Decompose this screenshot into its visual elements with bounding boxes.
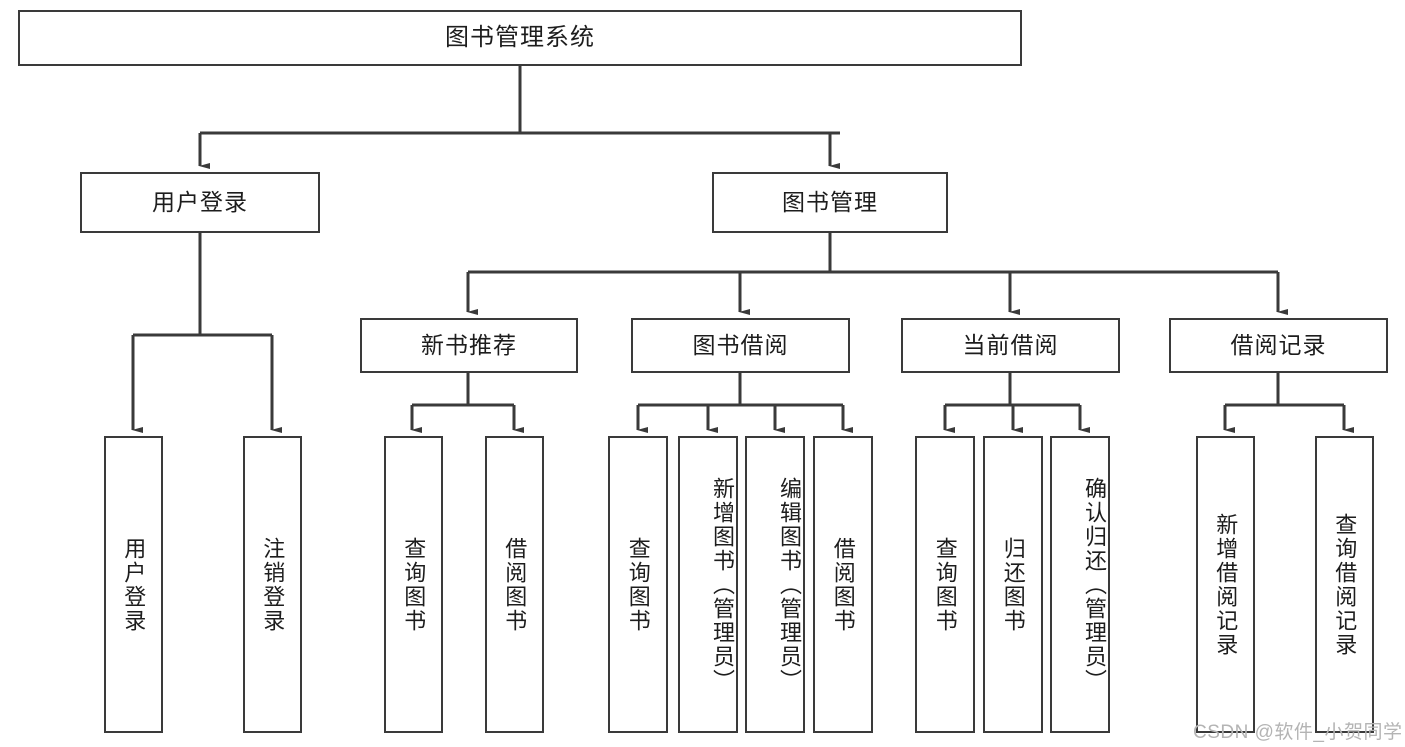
node-label: 借阅图书 [830, 536, 856, 633]
node-label: 注销登录 [260, 536, 286, 633]
leaf-borrow-query-book[interactable]: 查询图书 [608, 436, 668, 733]
csdn-watermark: CSDN @软件_小贺同学 [1193, 722, 1403, 743]
leaf-borrow-edit-book-admin[interactable]: 编辑图书（管理员） [745, 436, 805, 733]
node-label: 新增图书（管理员） [710, 476, 735, 693]
leaf-record-add-borrow-record[interactable]: 新增借阅记录 [1196, 436, 1255, 733]
node-label: 图书管理系统 [445, 23, 595, 51]
node-label: 归还图书 [1000, 536, 1026, 633]
node-label: 查询借阅记录 [1332, 512, 1358, 657]
node-book-borrow[interactable]: 图书借阅 [631, 318, 850, 373]
node-label: 新增借阅记录 [1213, 512, 1239, 657]
node-label: 图书管理 [782, 188, 878, 215]
node-label: 借阅图书 [502, 536, 528, 633]
leaf-current-confirm-return-admin[interactable]: 确认归还（管理员） [1050, 436, 1110, 733]
node-label: 用户登录 [152, 188, 248, 215]
node-label: 新书推荐 [421, 331, 517, 358]
node-label: 查询图书 [625, 536, 651, 633]
leaf-recommend-borrow-book[interactable]: 借阅图书 [485, 436, 544, 733]
node-label: 查询图书 [401, 536, 427, 633]
node-label: 查询图书 [932, 536, 958, 633]
leaf-borrow-borrow-book[interactable]: 借阅图书 [813, 436, 873, 733]
node-book-management[interactable]: 图书管理 [712, 172, 948, 233]
leaf-recommend-query-book[interactable]: 查询图书 [384, 436, 443, 733]
node-label: 图书借阅 [692, 331, 789, 358]
leaf-current-query-book[interactable]: 查询图书 [915, 436, 975, 733]
node-label: 确认归还（管理员） [1082, 476, 1107, 693]
leaf-borrow-add-book-admin[interactable]: 新增图书（管理员） [678, 436, 738, 733]
node-label: 用户登录 [121, 536, 147, 633]
node-new-book-recommend[interactable]: 新书推荐 [360, 318, 578, 373]
node-label: 借阅记录 [1230, 331, 1327, 358]
node-label: 当前借阅 [962, 331, 1059, 358]
node-borrow-record[interactable]: 借阅记录 [1169, 318, 1388, 373]
node-current-borrow[interactable]: 当前借阅 [901, 318, 1120, 373]
leaf-user-logout[interactable]: 注销登录 [243, 436, 302, 733]
leaf-user-login[interactable]: 用户登录 [104, 436, 163, 733]
leaf-current-return-book[interactable]: 归还图书 [983, 436, 1043, 733]
node-root-system[interactable]: 图书管理系统 [18, 10, 1022, 66]
node-label: 编辑图书（管理员） [777, 476, 802, 693]
node-user-login[interactable]: 用户登录 [80, 172, 320, 233]
leaf-record-query-borrow-record[interactable]: 查询借阅记录 [1315, 436, 1374, 733]
